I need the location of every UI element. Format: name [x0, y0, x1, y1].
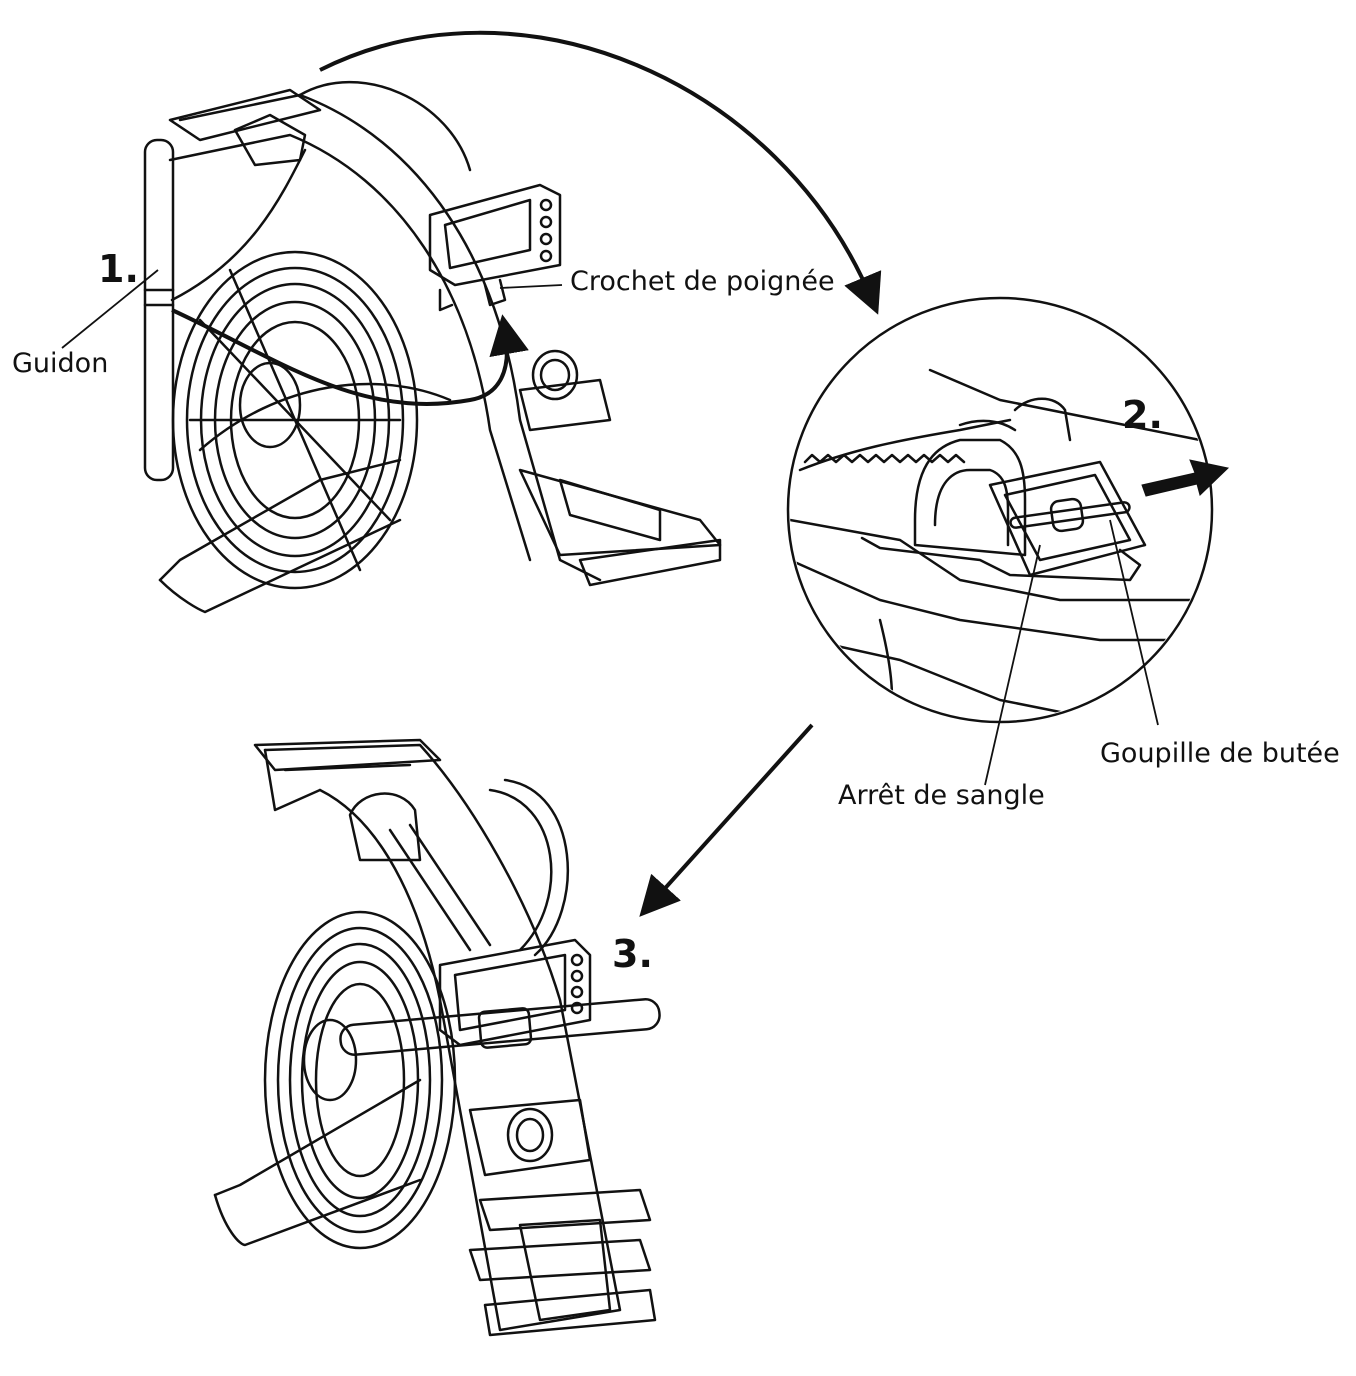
curved-arrow-top — [319, 30, 882, 315]
leader-arret — [984, 544, 1041, 786]
leader-guidon — [61, 269, 159, 349]
step-2-number: 2. — [1122, 393, 1163, 437]
rower-machine-top — [143, 80, 722, 614]
rower-machine-bottom — [213, 738, 661, 1337]
crochet-label: Crochet de poignée — [570, 266, 835, 297]
step-3-number: 3. — [612, 932, 653, 976]
leader-goupille — [1109, 519, 1159, 726]
arret-label: Arrêt de sangle — [838, 780, 1045, 811]
goupille-label: Goupille de butée — [1100, 738, 1340, 769]
strap-arrow — [171, 308, 529, 406]
pull-arrow — [1141, 459, 1230, 497]
step-1-number: 1. — [98, 247, 139, 291]
guidon-label: Guidon — [12, 348, 109, 379]
detail-circle — [786, 296, 1214, 724]
arrow-to-step3 — [639, 723, 814, 917]
leader-crochet — [499, 284, 563, 289]
